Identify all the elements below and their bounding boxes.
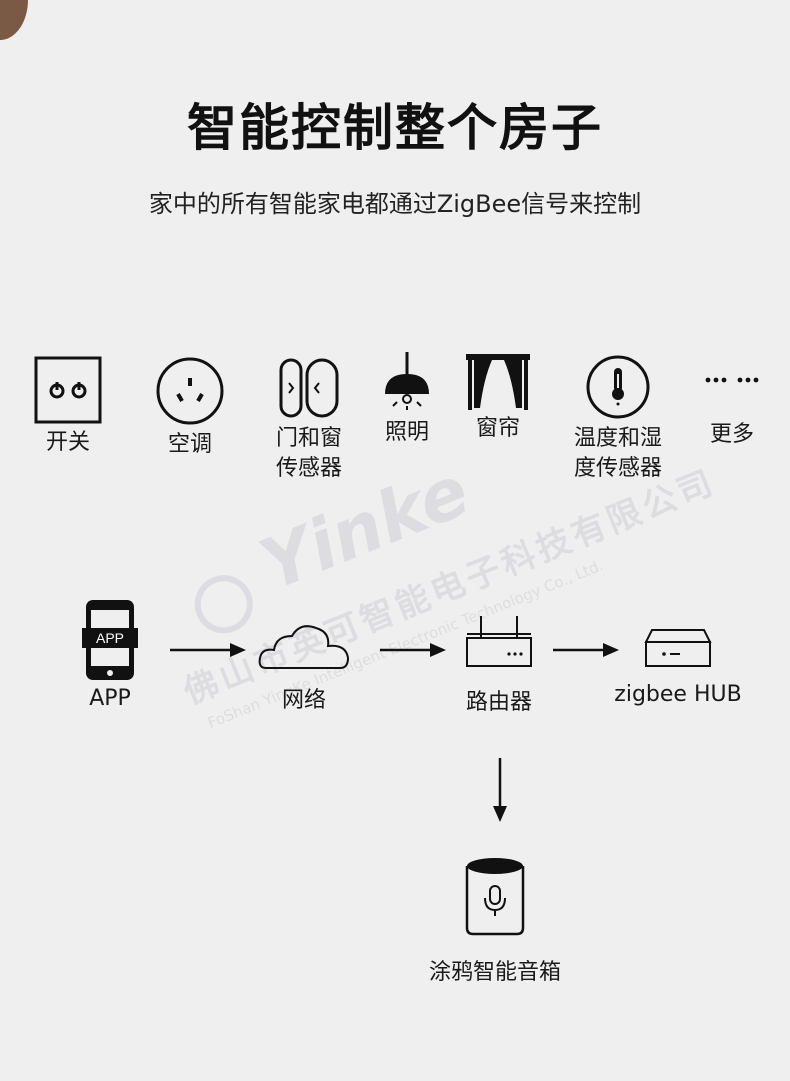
corner-decoration [0, 0, 28, 40]
arrow-down-icon [493, 758, 507, 822]
device-label-more: 更多 [709, 422, 754, 447]
cloud-icon [258, 625, 350, 669]
router-icon [466, 616, 532, 667]
flow-hub: zigbee HUB [608, 628, 748, 707]
device-door-window-sensor: 门和窗 传感器 [266, 356, 352, 484]
arrow-right-icon [170, 643, 246, 657]
door-window-sensor-icon [279, 358, 339, 418]
more-dots-icon [705, 377, 759, 383]
flow-label-hub: zigbee HUB [614, 682, 742, 707]
flow-label-speaker: 涂鸦智能音箱 [428, 960, 561, 985]
switch-icon [34, 356, 102, 424]
device-switch: 开关 [28, 356, 108, 458]
arrow-right-icon [380, 643, 446, 657]
phone-app-icon: APP [82, 600, 138, 680]
device-air-conditioner: 空调 [148, 356, 232, 460]
device-label-curtain: 窗帘 [475, 416, 520, 441]
hub-icon [644, 629, 712, 667]
device-lighting: 照明 [374, 352, 440, 448]
ceiling-lamp-icon [385, 352, 429, 410]
flow-label-app: APP [89, 686, 131, 711]
device-label-switch: 开关 [45, 430, 90, 455]
device-temp-humidity-sensor: 温度和湿 度传感器 [566, 354, 670, 484]
flow-app: APP APP [70, 598, 150, 711]
device-label-temp-humidity-sensor: 温度和湿 度传感器 [573, 426, 662, 481]
device-label-door-window-sensor: 门和窗 传感器 [275, 426, 342, 481]
device-label-air-conditioner: 空调 [167, 432, 212, 457]
device-label-lighting: 照明 [384, 420, 429, 445]
phone-screen-text: APP [96, 630, 124, 646]
thermometer-icon [586, 355, 650, 419]
device-curtain: 窗帘 [462, 354, 534, 444]
page-subtitle: 家中的所有智能家电都通过ZigBee信号来控制 [148, 190, 642, 218]
flow-network: 网络 [254, 618, 354, 714]
smart-speaker-icon [465, 858, 525, 936]
flow-router: 路由器 [456, 614, 542, 716]
flow-label-network: 网络 [281, 688, 326, 713]
device-more: 更多 [700, 372, 764, 450]
air-conditioner-socket-icon [156, 357, 224, 425]
page-title: 智能控制整个房子 [187, 99, 603, 157]
arrow-right-icon [553, 643, 619, 657]
watermark-logo [186, 566, 262, 643]
curtain-icon [466, 354, 530, 410]
flow-label-router: 路由器 [465, 690, 532, 715]
flow-speaker: 涂鸦智能音箱 [420, 856, 570, 986]
